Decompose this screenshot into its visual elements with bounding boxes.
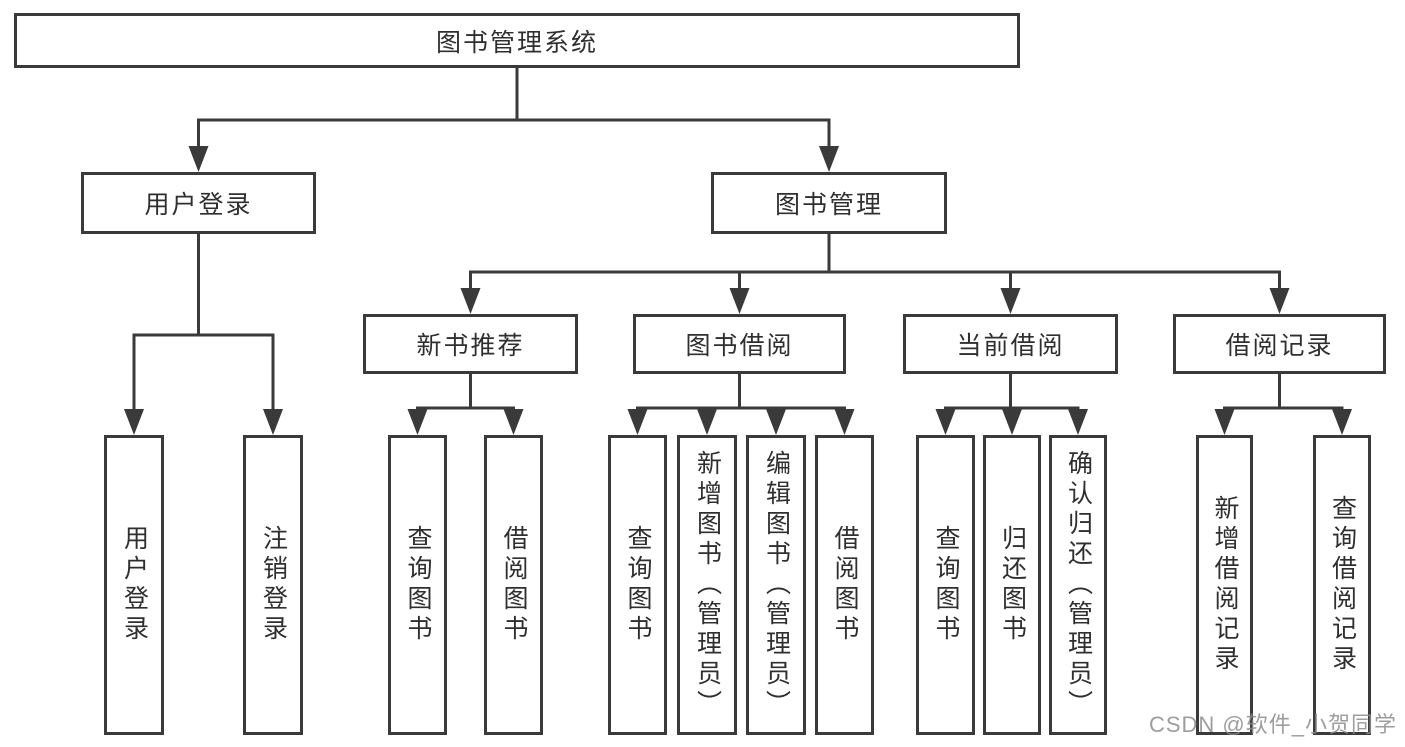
node-cb-return-books: 归还图书 [983, 435, 1041, 735]
node-bb-query-books-label: 查询图书 [624, 525, 652, 645]
node-new-book-recommend: 新书推荐 [363, 314, 578, 374]
node-bb-add-books-admin: 新增图书（管理员） [677, 435, 737, 735]
node-new-book-recommend-label: 新书推荐 [416, 332, 525, 360]
node-bb-borrow-books: 借阅图书 [815, 435, 874, 735]
node-bb-add-books-admin-label: 新增图书（管理员） [693, 450, 722, 720]
node-logout-label: 注销登录 [259, 525, 288, 645]
node-cb-query-books-label: 查询图书 [932, 525, 960, 645]
node-root-label: 图书管理系统 [435, 28, 598, 57]
node-user-login-label: 用户登录 [120, 525, 149, 645]
node-user-login-group-label: 用户登录 [144, 191, 253, 219]
node-root: 图书管理系统 [14, 13, 1020, 68]
node-nbr-borrow-books-label: 借阅图书 [500, 525, 528, 645]
node-cb-confirm-return-admin-label: 确认归还（管理员） [1064, 450, 1093, 720]
node-current-borrow-label: 当前借阅 [956, 332, 1065, 360]
node-book-borrow-label: 图书借阅 [685, 332, 794, 360]
node-nbr-borrow-books: 借阅图书 [484, 435, 543, 735]
node-bb-borrow-books-label: 借阅图书 [831, 525, 859, 645]
node-book-management-label: 图书管理 [774, 191, 883, 219]
node-br-add-record: 新增借阅记录 [1196, 435, 1253, 735]
node-book-borrow: 图书借阅 [633, 314, 846, 374]
node-current-borrow: 当前借阅 [903, 314, 1118, 374]
node-nbr-query-books: 查询图书 [388, 435, 447, 735]
node-cb-return-books-label: 归还图书 [998, 525, 1027, 645]
node-bb-edit-books-admin-label: 编辑图书（管理员） [762, 450, 791, 720]
node-user-login: 用户登录 [104, 435, 164, 735]
node-cb-query-books: 查询图书 [916, 435, 975, 735]
node-bb-edit-books-admin: 编辑图书（管理员） [746, 435, 806, 735]
node-cb-confirm-return-admin: 确认归还（管理员） [1049, 435, 1107, 735]
node-nbr-query-books-label: 查询图书 [404, 525, 432, 645]
node-user-login-group: 用户登录 [81, 172, 316, 234]
node-borrow-records: 借阅记录 [1173, 314, 1386, 374]
node-logout: 注销登录 [243, 435, 303, 735]
node-br-add-record-label: 新增借阅记录 [1211, 495, 1239, 675]
node-br-query-record-label: 查询借阅记录 [1328, 495, 1357, 675]
node-bb-query-books: 查询图书 [608, 435, 667, 735]
node-borrow-records-label: 借阅记录 [1225, 332, 1334, 360]
node-book-management: 图书管理 [711, 172, 947, 234]
watermark: CSDN @软件_小贺同学 [1148, 712, 1397, 737]
node-br-query-record: 查询借阅记录 [1313, 435, 1371, 735]
